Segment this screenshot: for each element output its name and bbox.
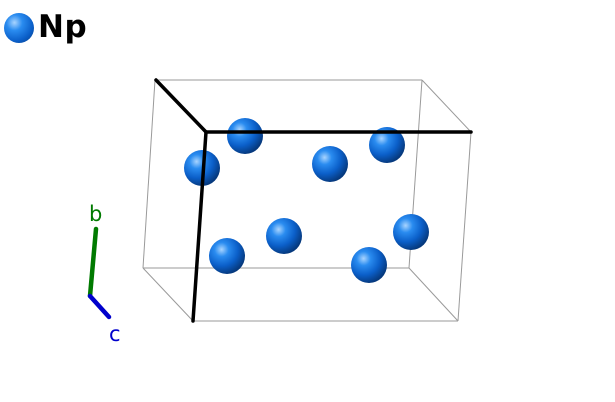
np-atom[interactable] [312,146,348,182]
orientation-axes: b c [87,202,121,346]
cell-axis-c [154,78,208,134]
c-axis-label: c [109,322,121,346]
cell-edge [408,267,459,322]
legend-element-label: Np [38,9,88,45]
np-atom[interactable] [369,127,405,163]
np-atom[interactable] [266,218,302,254]
cell-edge [142,267,194,322]
element-legend: Np [4,12,87,43]
cell-axis-b [191,130,208,323]
cell-edge [457,131,472,322]
cell-edge [421,79,472,133]
np-atom-icon [4,12,34,43]
c-axis-line [87,293,112,320]
b-axis-label: b [89,202,102,226]
cell-axes-highlight [154,78,473,323]
b-axis-line [87,226,99,299]
np-atom[interactable] [209,238,245,274]
np-atom[interactable] [351,247,387,283]
unit-cell-outline [142,79,472,322]
atoms [184,118,429,283]
cell-edge [142,79,156,269]
np-atom[interactable] [227,118,263,154]
np-atom[interactable] [393,214,429,250]
